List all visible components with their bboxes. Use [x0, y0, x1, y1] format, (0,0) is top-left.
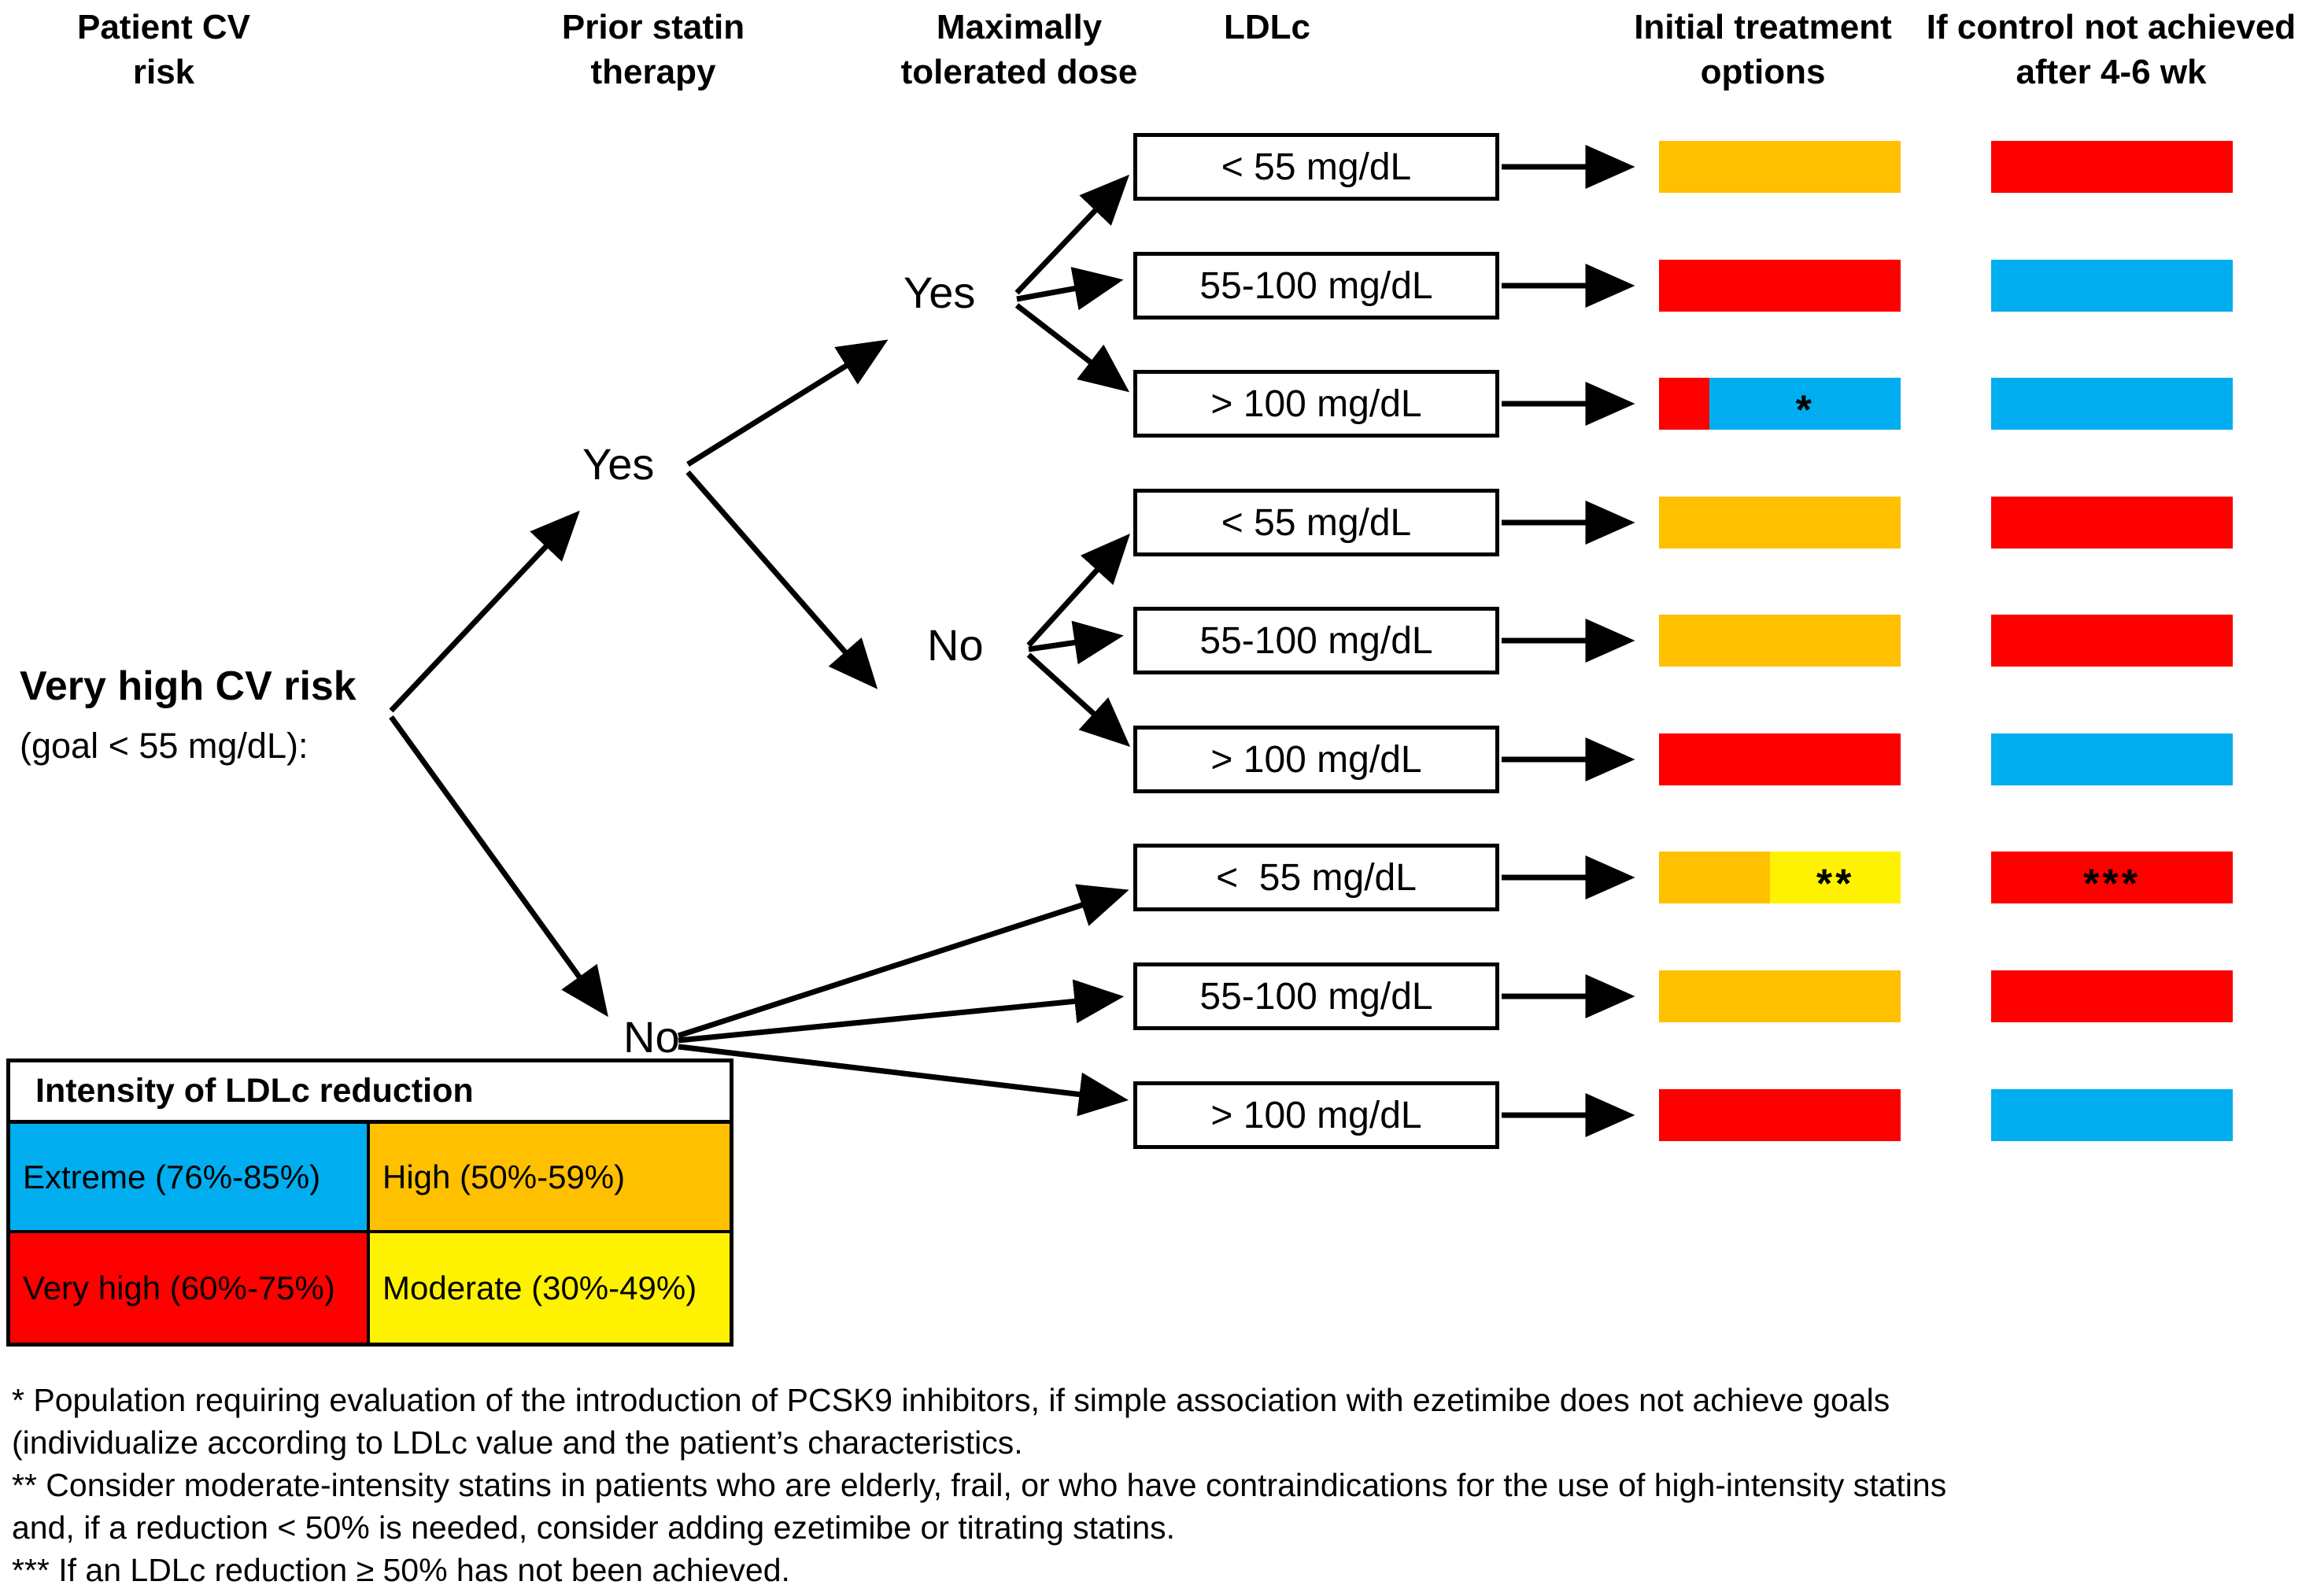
bar-segment: ** — [1770, 852, 1901, 907]
bar-segment — [1991, 378, 2233, 430]
bar-segment — [1659, 378, 1710, 430]
legend-cell-moderate: Moderate (30%-49%) — [370, 1233, 730, 1343]
header-line: risk — [132, 53, 195, 91]
bar-segment — [1659, 260, 1901, 312]
initial-treatment-bar — [1659, 970, 1901, 1022]
followup-bar — [1991, 378, 2233, 430]
ldlc-box-label: 55-100 mg/dL — [1199, 975, 1433, 1018]
ldlc-box: 55-100 mg/dL — [1133, 607, 1499, 674]
followup-bar — [1991, 733, 2233, 785]
bar-segment — [1991, 970, 2233, 1022]
bar-segment — [1659, 733, 1901, 785]
branch-max-dose-no: No — [927, 620, 984, 670]
bar-segment — [1991, 1089, 2233, 1141]
bar-segment — [1659, 497, 1901, 549]
bar-segment — [1991, 141, 2233, 193]
bar-segment — [1991, 497, 2233, 549]
initial-treatment-bar: ** — [1659, 852, 1901, 907]
branch-prior-statin-no: No — [623, 1012, 680, 1062]
intensity-legend-table: Intensity of LDLc reduction Extreme (76%… — [6, 1058, 733, 1347]
footnotes: * Population requiring evaluation of the… — [12, 1379, 2294, 1591]
asterisk-note: * — [1795, 387, 1815, 434]
initial-treatment-bar — [1659, 615, 1901, 667]
header-line: Prior statin — [561, 8, 745, 46]
bar-segment — [1659, 852, 1771, 903]
legend-cell-very-high: Very high (60%-75%) — [10, 1233, 370, 1343]
followup-bar — [1991, 497, 2233, 549]
footnote-line: (individualize according to LDLc value a… — [12, 1424, 1023, 1461]
bar-segment — [1991, 615, 2233, 667]
root-risk-label: Very high CV risk — [20, 663, 357, 709]
initial-treatment-bar — [1659, 141, 1901, 193]
bar-segment — [1991, 260, 2233, 312]
ldlc-box-label: < 55 mg/dL — [1221, 501, 1412, 544]
ldlc-box-label: > 100 mg/dL — [1210, 738, 1422, 781]
legend-cell-extreme: Extreme (76%-85%) — [10, 1124, 370, 1233]
branch-prior-statin-yes: Yes — [582, 439, 655, 489]
ldlc-box-label: < 55 mg/dL — [1221, 146, 1412, 188]
bar-segment — [1659, 141, 1901, 193]
ldlc-box: 55-100 mg/dL — [1133, 252, 1499, 320]
header-line: If control not achieved — [1926, 8, 2296, 46]
initial-treatment-bar — [1659, 260, 1901, 312]
followup-bar: *** — [1991, 852, 2233, 907]
header-line: Initial treatment — [1634, 8, 1892, 46]
ldlc-box: > 100 mg/dL — [1133, 370, 1499, 438]
column-header-prior-statin-therapy: Prior statin therapy — [496, 5, 811, 94]
bar-segment: * — [1709, 378, 1901, 433]
bar-segment — [1659, 970, 1901, 1022]
asterisk-note: ** — [1816, 861, 1855, 907]
footnote-line: *** If an LDLc reduction ≥ 50% has not b… — [12, 1552, 790, 1588]
ldlc-box-label: < 55 mg/dL — [1216, 856, 1417, 899]
header-line: Patient CV — [76, 8, 251, 46]
initial-treatment-bar — [1659, 497, 1901, 549]
followup-bar — [1991, 260, 2233, 312]
ldlc-box: > 100 mg/dL — [1133, 726, 1499, 793]
footnote-line: * Population requiring evaluation of the… — [12, 1382, 1890, 1418]
legend-grid: Extreme (76%-85%) High (50%-59%) Very hi… — [10, 1124, 730, 1343]
legend-cell-high: High (50%-59%) — [370, 1124, 730, 1233]
followup-bar — [1991, 1089, 2233, 1141]
ldlc-box-label: > 100 mg/dL — [1210, 1094, 1422, 1136]
column-header-maximally-tolerated-dose: Maximally tolerated dose — [850, 5, 1188, 94]
bar-segment — [1659, 1089, 1901, 1141]
ldlc-box: 55-100 mg/dL — [1133, 962, 1499, 1030]
initial-treatment-bar — [1659, 1089, 1901, 1141]
initial-treatment-bar: * — [1659, 378, 1901, 433]
asterisk-note: *** — [2083, 861, 2141, 907]
initial-treatment-bar — [1659, 733, 1901, 785]
column-header-initial-treatment-options: Initial treatment options — [1598, 5, 1928, 94]
bar-segment: *** — [1991, 852, 2233, 907]
header-line: LDLc — [1224, 8, 1310, 46]
column-header-patient-cv-risk: Patient CV risk — [14, 5, 313, 94]
ldlc-box: < 55 mg/dL — [1133, 133, 1499, 201]
followup-bar — [1991, 970, 2233, 1022]
followup-bar — [1991, 615, 2233, 667]
column-header-if-control-not-achieved: If control not achieved after 4-6 wk — [1924, 5, 2298, 94]
bar-segment — [1991, 733, 2233, 785]
header-line: after 4-6 wk — [2016, 53, 2207, 91]
ldlc-box: < 55 mg/dL — [1133, 844, 1499, 911]
followup-bar — [1991, 141, 2233, 193]
root-goal-label: (goal < 55 mg/dL): — [20, 726, 309, 766]
header-line: tolerated dose — [900, 53, 1138, 91]
footnote-line: and, if a reduction < 50% is needed, con… — [12, 1509, 1176, 1546]
bar-segment — [1659, 615, 1901, 667]
header-line: therapy — [590, 53, 716, 91]
ldlc-box-label: > 100 mg/dL — [1210, 382, 1422, 425]
ldlc-box: > 100 mg/dL — [1133, 1081, 1499, 1149]
column-header-ldlc: LDLc — [1173, 5, 1362, 50]
legend-title: Intensity of LDLc reduction — [10, 1062, 730, 1124]
ldlc-box-label: 55-100 mg/dL — [1199, 619, 1433, 662]
footnote-line: ** Consider moderate-intensity statins i… — [12, 1467, 1947, 1503]
header-line: options — [1700, 53, 1826, 91]
header-line: Maximally — [936, 8, 1103, 46]
ldlc-box-label: 55-100 mg/dL — [1199, 264, 1433, 307]
ldlc-box: < 55 mg/dL — [1133, 489, 1499, 556]
branch-max-dose-yes: Yes — [903, 268, 976, 317]
